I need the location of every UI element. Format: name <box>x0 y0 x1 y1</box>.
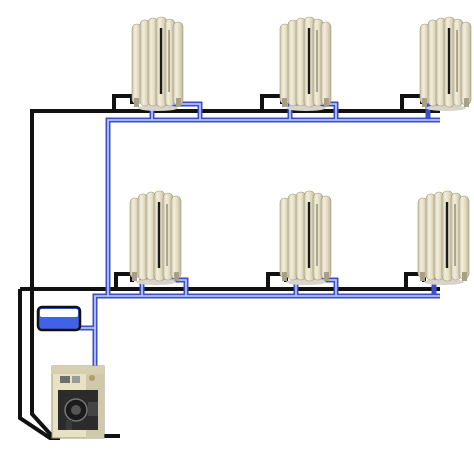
return-pipe-network <box>18 94 440 440</box>
radiator-icon <box>416 189 471 286</box>
expansion-tank-icon <box>36 305 82 332</box>
radiator-icon <box>418 15 473 112</box>
boiler-icon <box>51 365 105 439</box>
radiator-icon <box>278 15 333 112</box>
floor-lower <box>128 189 471 286</box>
supply-pipe-network <box>52 101 440 366</box>
floor-upper <box>130 15 473 112</box>
radiator-icon <box>128 189 183 286</box>
radiator-icon <box>278 189 333 286</box>
radiator-icon <box>130 15 185 112</box>
